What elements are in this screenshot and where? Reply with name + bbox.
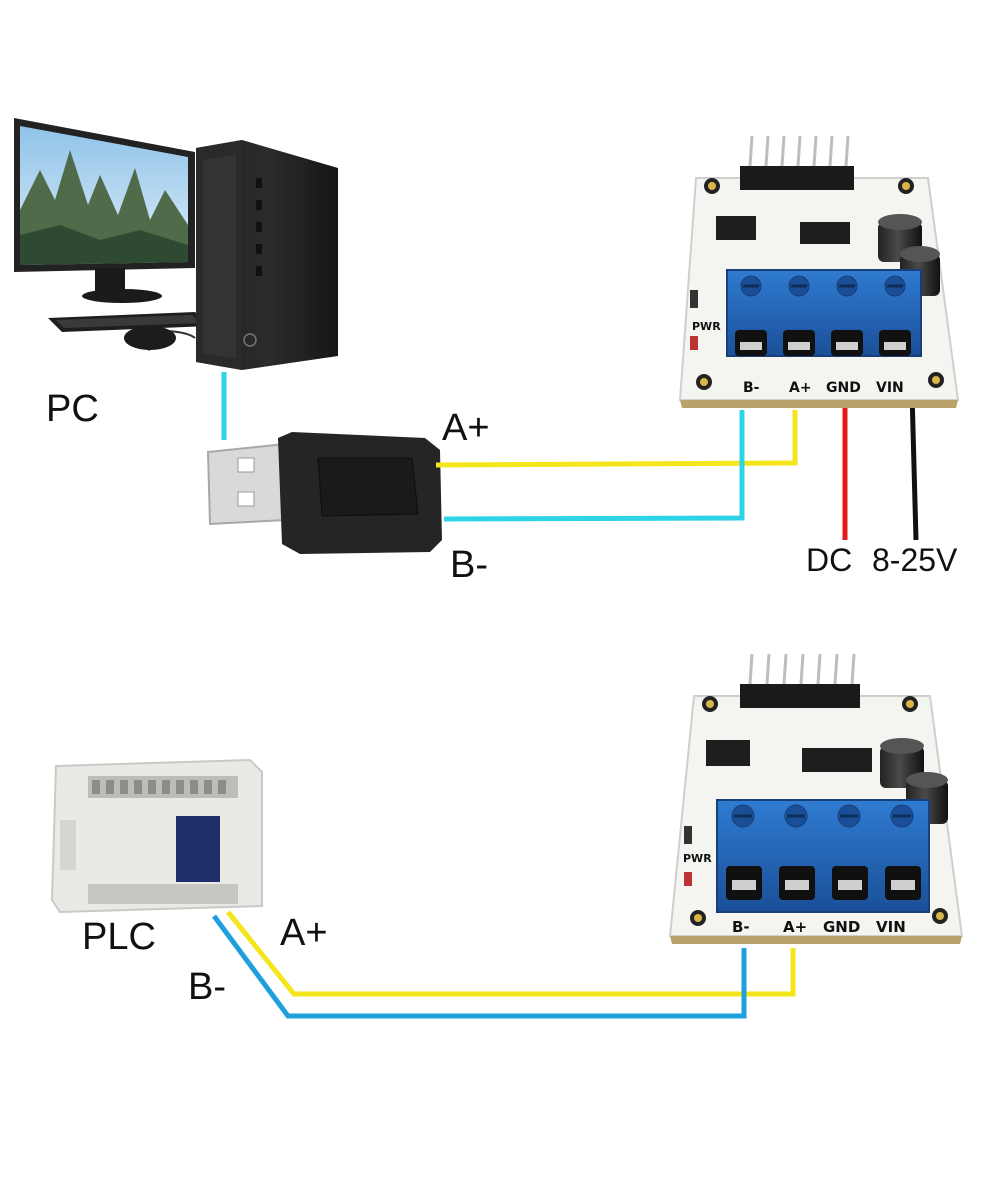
voltage-label: 8-25V (872, 542, 958, 578)
wire-vin-dc (909, 391, 919, 541)
pwr-label-bottom: PWR (683, 852, 712, 865)
wire-a-plus-top (435, 410, 798, 468)
rs485-module-top: PWR B- A+ GND VIN (678, 135, 960, 408)
dc-label: DC (806, 542, 853, 578)
terminal-label-top-gnd: GND (826, 380, 861, 396)
wire-b-minus-top (443, 410, 745, 522)
pc-tower (196, 140, 338, 370)
terminal-label-top-vin: VIN (876, 380, 904, 396)
plc-label: PLC (82, 916, 156, 958)
a-plus-label-bottom: A+ (280, 912, 328, 954)
b-minus-label-bottom: B- (188, 966, 226, 1008)
plc-device (50, 758, 263, 914)
pc-monitor (14, 118, 195, 303)
bottom-wires (211, 910, 796, 1019)
pc-mouse (124, 326, 196, 351)
pc-keyboard (48, 312, 210, 332)
top-wires (221, 372, 919, 541)
terminal-label-bottom-gnd: GND (823, 918, 860, 936)
rs485-module-bottom: PWR B- A+ GND VIN (668, 653, 964, 944)
wire-b-minus-bottom (211, 914, 747, 1019)
terminal-label-top-b: B- (743, 380, 760, 396)
wire-a-plus-bottom (226, 910, 796, 997)
b-minus-label-top: B- (450, 544, 488, 586)
pwr-label-top: PWR (692, 320, 721, 333)
terminal-label-bottom-vin: VIN (876, 918, 906, 936)
a-plus-label-top: A+ (442, 407, 490, 449)
terminal-label-bottom-b: B- (732, 918, 750, 936)
terminal-label-top-a: A+ (789, 380, 812, 396)
pc-label: PC (46, 388, 99, 430)
terminal-label-bottom-a: A+ (783, 918, 807, 936)
usb-rs485-adapter (206, 432, 442, 554)
